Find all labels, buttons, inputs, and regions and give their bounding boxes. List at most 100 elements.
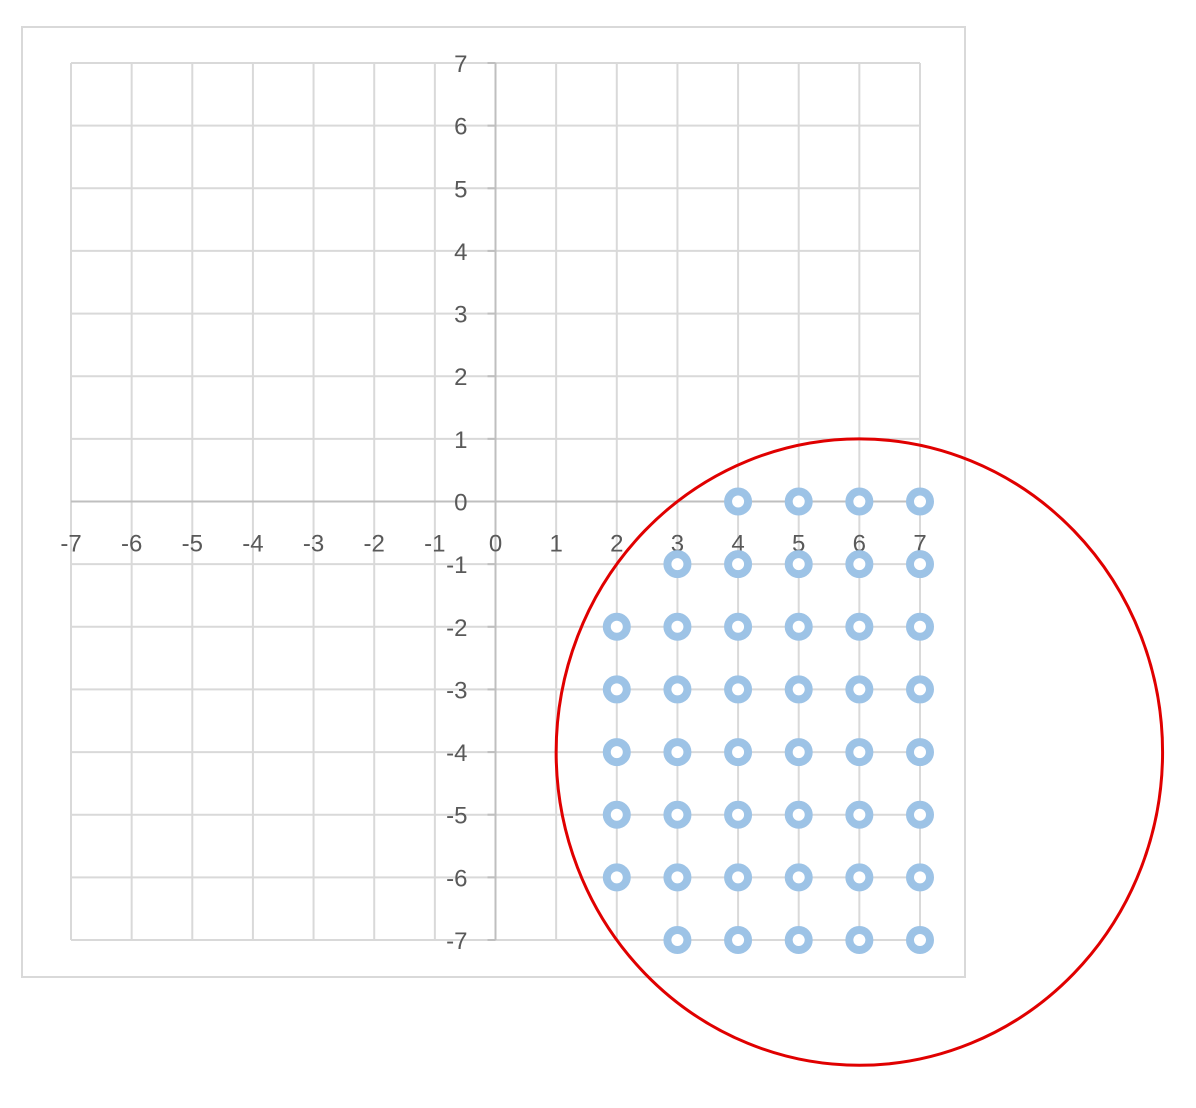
data-point-marker	[906, 550, 934, 579]
y-tick-label: -4	[446, 740, 467, 767]
data-point-marker	[724, 550, 753, 579]
data-point-marker	[906, 926, 934, 954]
data-point-marker	[845, 863, 874, 892]
data-point	[602, 675, 631, 704]
y-tick-label: -5	[446, 803, 467, 830]
data-point-marker	[906, 800, 934, 829]
data-point-marker	[845, 800, 874, 829]
data-point-marker	[663, 550, 692, 579]
data-point-marker	[724, 612, 753, 641]
data-point-marker	[845, 926, 874, 954]
data-point-marker	[602, 863, 631, 892]
data-point	[845, 550, 874, 579]
data-point	[784, 612, 813, 641]
x-tick-label: 1	[549, 531, 562, 558]
data-point-marker	[845, 487, 874, 516]
data-point-marker	[724, 926, 753, 954]
y-tick-label: 4	[454, 239, 467, 266]
data-point	[663, 612, 692, 641]
data-point	[784, 550, 813, 579]
y-tick-label: -3	[446, 677, 467, 704]
data-point	[602, 738, 631, 767]
data-point-marker	[784, 926, 813, 954]
highlight-circle	[554, 437, 1165, 1067]
data-point-marker	[602, 675, 631, 704]
data-point-marker	[663, 738, 692, 767]
data-point	[906, 487, 934, 516]
data-point-marker	[845, 675, 874, 704]
data-point-marker	[845, 550, 874, 579]
y-tick-label: 7	[454, 51, 467, 78]
data-point	[724, 800, 753, 829]
data-point-marker	[663, 926, 692, 954]
data-point-marker	[724, 863, 753, 892]
data-point	[784, 926, 813, 954]
data-point	[906, 926, 934, 954]
data-point	[663, 675, 692, 704]
data-point-marker	[784, 612, 813, 641]
y-tick-label: -2	[446, 615, 467, 642]
data-point	[845, 738, 874, 767]
x-tick-label: -5	[182, 531, 203, 558]
data-point	[724, 487, 753, 516]
x-tick-label: -3	[303, 531, 324, 558]
data-point	[906, 863, 934, 892]
data-point	[724, 926, 753, 954]
data-point	[724, 863, 753, 892]
data-point	[906, 675, 934, 704]
x-tick-label: 2	[610, 531, 623, 558]
data-point	[845, 675, 874, 704]
x-tick-label: -4	[242, 531, 263, 558]
x-tick-label: -1	[424, 531, 445, 558]
data-point	[845, 487, 874, 516]
y-tick-label: -6	[446, 865, 467, 892]
data-point	[724, 675, 753, 704]
data-point-marker	[724, 800, 753, 829]
x-tick-label: -6	[121, 531, 142, 558]
data-point	[845, 612, 874, 641]
data-point-marker	[784, 863, 813, 892]
data-point-marker	[784, 675, 813, 704]
data-point-marker	[724, 738, 753, 767]
data-point	[724, 738, 753, 767]
data-point-marker	[724, 675, 753, 704]
data-point	[724, 550, 753, 579]
data-point	[845, 863, 874, 892]
y-tick-label: -1	[446, 552, 467, 579]
data-point	[784, 800, 813, 829]
data-point	[906, 612, 934, 641]
y-tick-label: -7	[446, 928, 467, 955]
data-point	[906, 738, 934, 767]
x-tick-label: -7	[60, 531, 81, 558]
data-point	[724, 612, 753, 641]
data-point-marker	[602, 612, 631, 641]
axes	[71, 62, 920, 941]
data-point	[784, 738, 813, 767]
data-point	[845, 800, 874, 829]
data-point	[663, 926, 692, 954]
data-point-marker	[845, 612, 874, 641]
data-point-marker	[906, 612, 934, 641]
data-point-marker	[724, 487, 753, 516]
data-points	[602, 487, 934, 954]
data-point-marker	[906, 487, 934, 516]
data-point-marker	[663, 675, 692, 704]
annotations	[554, 437, 1165, 1067]
data-point-marker	[784, 738, 813, 767]
data-point-marker	[784, 487, 813, 516]
data-point-marker	[845, 738, 874, 767]
data-point-marker	[784, 800, 813, 829]
data-point	[602, 800, 631, 829]
data-point	[906, 550, 934, 579]
data-point-marker	[906, 863, 934, 892]
data-point-marker	[602, 738, 631, 767]
data-point-marker	[663, 800, 692, 829]
x-tick-label: 0	[489, 531, 502, 558]
data-point	[663, 863, 692, 892]
x-tick-label: -2	[364, 531, 385, 558]
data-point	[602, 612, 631, 641]
data-point-marker	[663, 612, 692, 641]
data-point	[602, 863, 631, 892]
